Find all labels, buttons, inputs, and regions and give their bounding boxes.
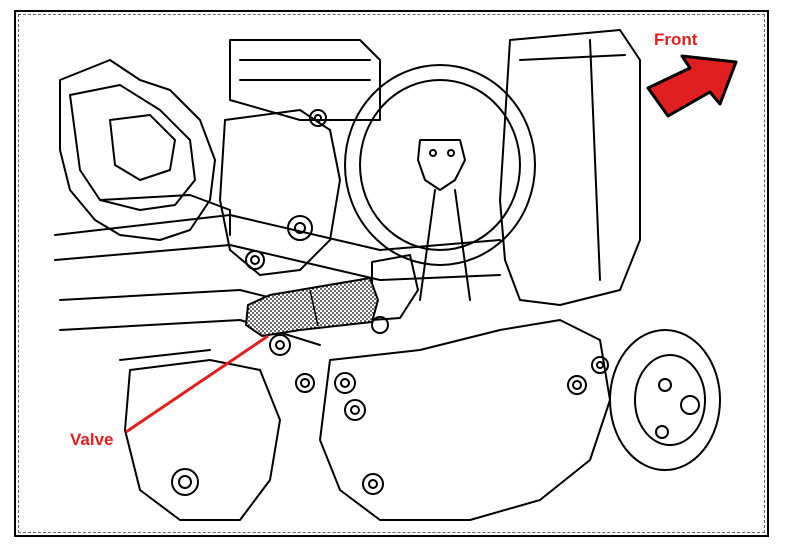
cam-pulley	[344, 64, 536, 266]
diagram-border	[14, 10, 769, 537]
valve-leader-line	[125, 334, 269, 434]
engine-block-right	[499, 29, 641, 306]
valve-body	[244, 276, 380, 338]
valve-label: Valve	[70, 430, 114, 449]
cylinder-head-cover	[229, 39, 381, 121]
diagram-inner-border	[18, 14, 765, 533]
front-label: Front	[654, 30, 698, 49]
engine-block-outline	[59, 59, 216, 241]
water-pump-pulley	[609, 329, 721, 471]
front-arrow-icon	[646, 54, 738, 118]
